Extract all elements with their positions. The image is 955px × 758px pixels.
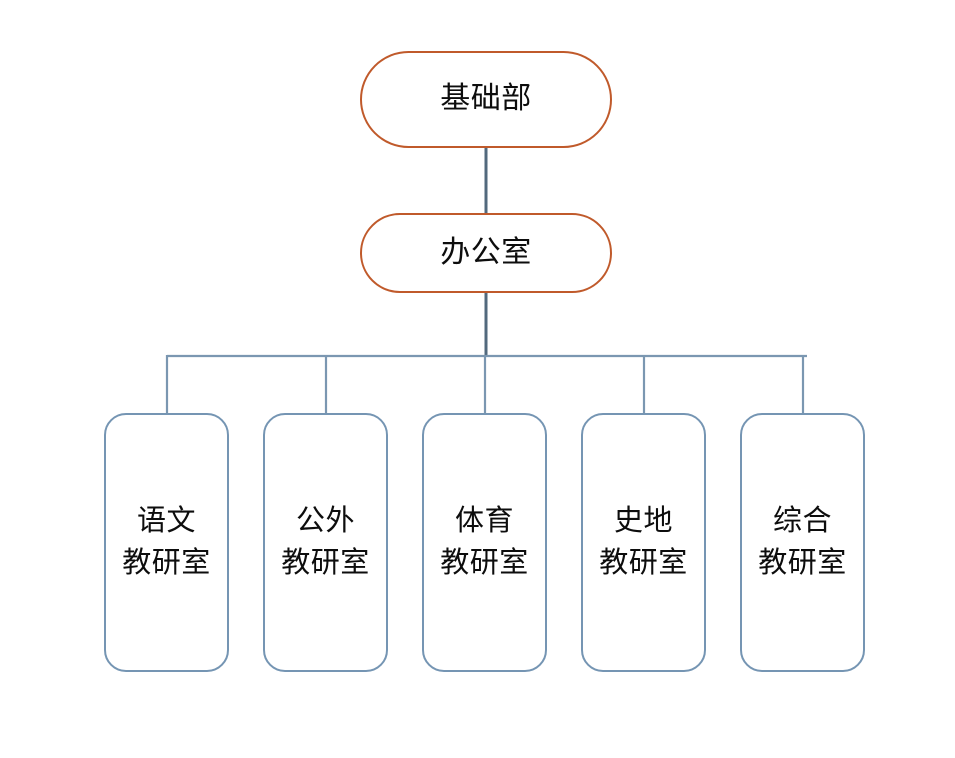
node-dept-pe[interactable]: 体育 教研室 bbox=[422, 413, 547, 672]
node-dept-chinese[interactable]: 语文 教研室 bbox=[104, 413, 229, 672]
node-dept-pe-label: 体育 教研室 bbox=[440, 505, 529, 579]
node-office-label: 办公室 bbox=[440, 235, 532, 269]
node-dept-history-geo[interactable]: 史地 教研室 bbox=[581, 413, 706, 672]
node-dept-foreign-label: 公外 教研室 bbox=[281, 505, 370, 579]
node-dept-comprehensive[interactable]: 综合 教研室 bbox=[740, 413, 865, 672]
node-dept-comprehensive-label: 综合 教研室 bbox=[758, 505, 847, 579]
node-dept-foreign[interactable]: 公外 教研室 bbox=[263, 413, 388, 672]
node-root-label: 基础部 bbox=[440, 82, 532, 116]
node-dept-chinese-label: 语文 教研室 bbox=[122, 505, 211, 579]
node-office[interactable]: 办公室 bbox=[360, 213, 612, 293]
node-dept-history-geo-label: 史地 教研室 bbox=[599, 505, 688, 579]
node-root[interactable]: 基础部 bbox=[360, 51, 612, 148]
